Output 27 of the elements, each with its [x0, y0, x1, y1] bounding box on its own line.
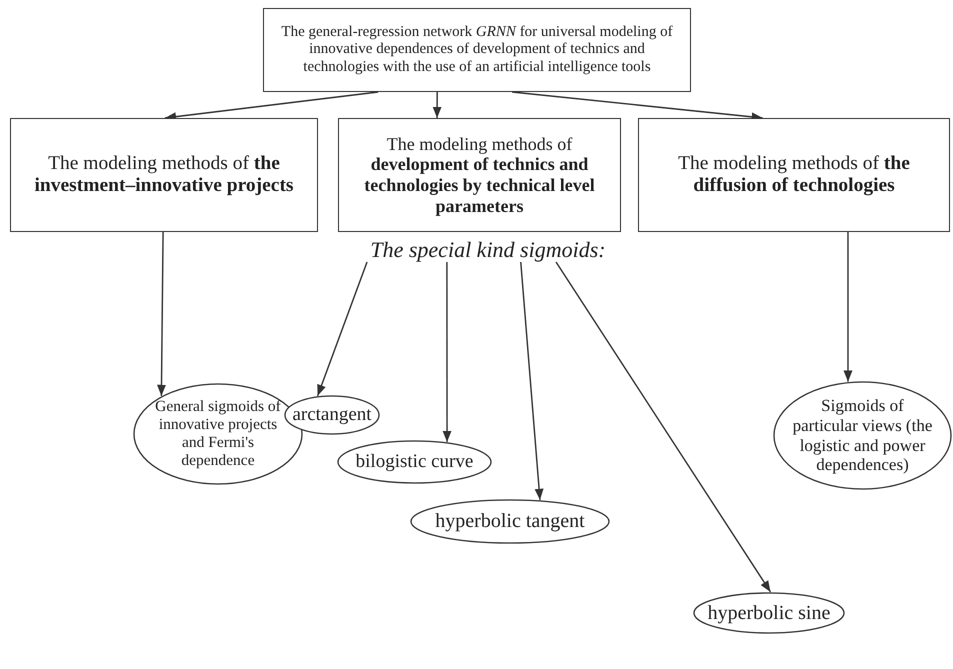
node-text: bilogistic curve	[356, 451, 474, 473]
process-box	[638, 118, 950, 232]
node-text: The modeling methods of the investment–innovative projects	[33, 152, 295, 198]
ellipse-node	[410, 499, 610, 544]
ellipse-node	[773, 381, 952, 490]
process-box	[10, 118, 318, 232]
node-text: General sigmoids of innovative projects and Fermi's dependence	[154, 398, 282, 470]
arrow	[432, 92, 442, 118]
node-text: arctangent	[292, 404, 372, 426]
node-text: The modeling methods of the diffusion of technologies	[677, 152, 911, 198]
node-text: hyperbolic sine	[708, 602, 830, 624]
arrow	[520, 262, 544, 500]
ellipse-node	[337, 440, 492, 484]
node-text: The modeling methods of development of technics and technologies by technical level parameters	[363, 134, 596, 216]
node-text: The general-regression network GRNN for universal modeling of innovative dependences of development of technics and technologies with the use of an artificial intelligence tools	[280, 24, 674, 76]
node-text: hyperbolic tangent	[435, 510, 585, 533]
arrow	[442, 262, 452, 442]
arrow	[555, 262, 772, 592]
process-box	[338, 118, 621, 232]
arrow	[157, 232, 166, 396]
arrow	[316, 262, 368, 396]
ellipse-node	[284, 395, 380, 435]
node-text: Sigmoids of particular views (the logistic and power dependences)	[792, 396, 934, 475]
process-box	[263, 8, 691, 92]
arrow	[844, 232, 852, 382]
ellipse-node	[693, 592, 845, 634]
annotation-text: The special kind sigmoids:	[370, 237, 606, 263]
